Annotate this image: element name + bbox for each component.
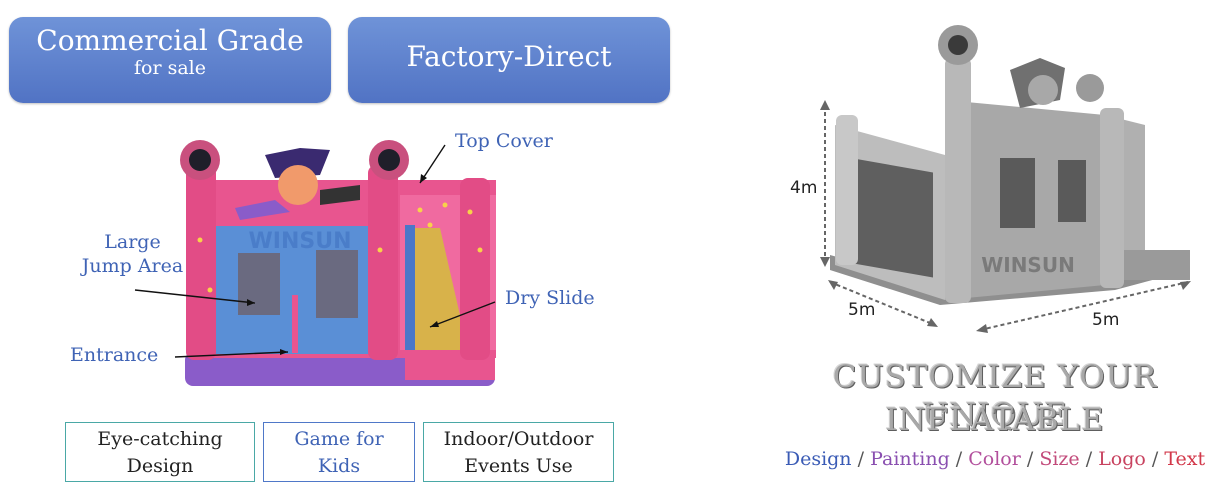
height-dimension-label: 4m xyxy=(790,178,818,198)
bouncer-logo-text: WINSUN xyxy=(249,229,352,254)
for-sale-label: for sale xyxy=(134,57,206,79)
option-painting: Painting xyxy=(870,448,950,470)
indoor-outdoor-box: Indoor/Outdoor Events Use xyxy=(423,422,614,482)
factory-direct-badge: Factory-Direct xyxy=(348,17,670,103)
dry-slide-label: Dry Slide xyxy=(505,287,595,309)
large-jump-line1: Large xyxy=(104,231,161,253)
option-text: Text xyxy=(1164,448,1206,470)
option-separator: / xyxy=(1151,448,1159,470)
entrance-label: Entrance xyxy=(70,344,159,366)
gray-logo-text: WINSUN xyxy=(981,253,1075,277)
indoor-outdoor-line2: Events Use xyxy=(464,455,573,477)
option-separator: / xyxy=(857,448,865,470)
width-dimension-label: 5m xyxy=(1092,310,1120,330)
option-separator: / xyxy=(1085,448,1093,470)
indoor-outdoor-line1: Indoor/Outdoor xyxy=(443,428,594,450)
game-for-kids-box: Game for Kids xyxy=(263,422,415,482)
eye-catching-line1: Eye-catching xyxy=(97,428,223,450)
commercial-grade-title: Commercial Grade xyxy=(36,24,304,57)
customize-title-line2: INFLATABLE xyxy=(885,402,1105,438)
top-cover-label: Top Cover xyxy=(455,130,553,152)
customize-title-line1: CUSTOMIZE YOUR UNIQUE xyxy=(832,359,1158,433)
bouncer-gray-image: WINSUN xyxy=(820,25,1191,333)
depth-dimension-label: 5m xyxy=(848,300,876,320)
bouncer-color-image: WINSUN xyxy=(134,140,496,386)
option-size: Size xyxy=(1039,448,1080,470)
customize-options-list: Design / Painting / Color / Size / Logo … xyxy=(760,447,1230,471)
option-separator: / xyxy=(955,448,963,470)
commercial-grade-badge: Commercial Grade for sale xyxy=(9,17,331,103)
option-logo: Logo xyxy=(1098,448,1146,470)
eye-catching-design-box: Eye-catching Design xyxy=(65,422,255,482)
factory-direct-title: Factory-Direct xyxy=(406,40,612,73)
option-design: Design xyxy=(784,448,852,470)
option-color: Color xyxy=(968,448,1021,470)
eye-catching-line2: Design xyxy=(126,455,194,477)
game-for-kids-line1: Game for xyxy=(294,428,384,450)
large-jump-area-label: Large Jump Area xyxy=(60,230,205,278)
large-jump-line2: Jump Area xyxy=(81,255,184,277)
option-separator: / xyxy=(1026,448,1034,470)
game-for-kids-line2: Kids xyxy=(317,455,361,477)
